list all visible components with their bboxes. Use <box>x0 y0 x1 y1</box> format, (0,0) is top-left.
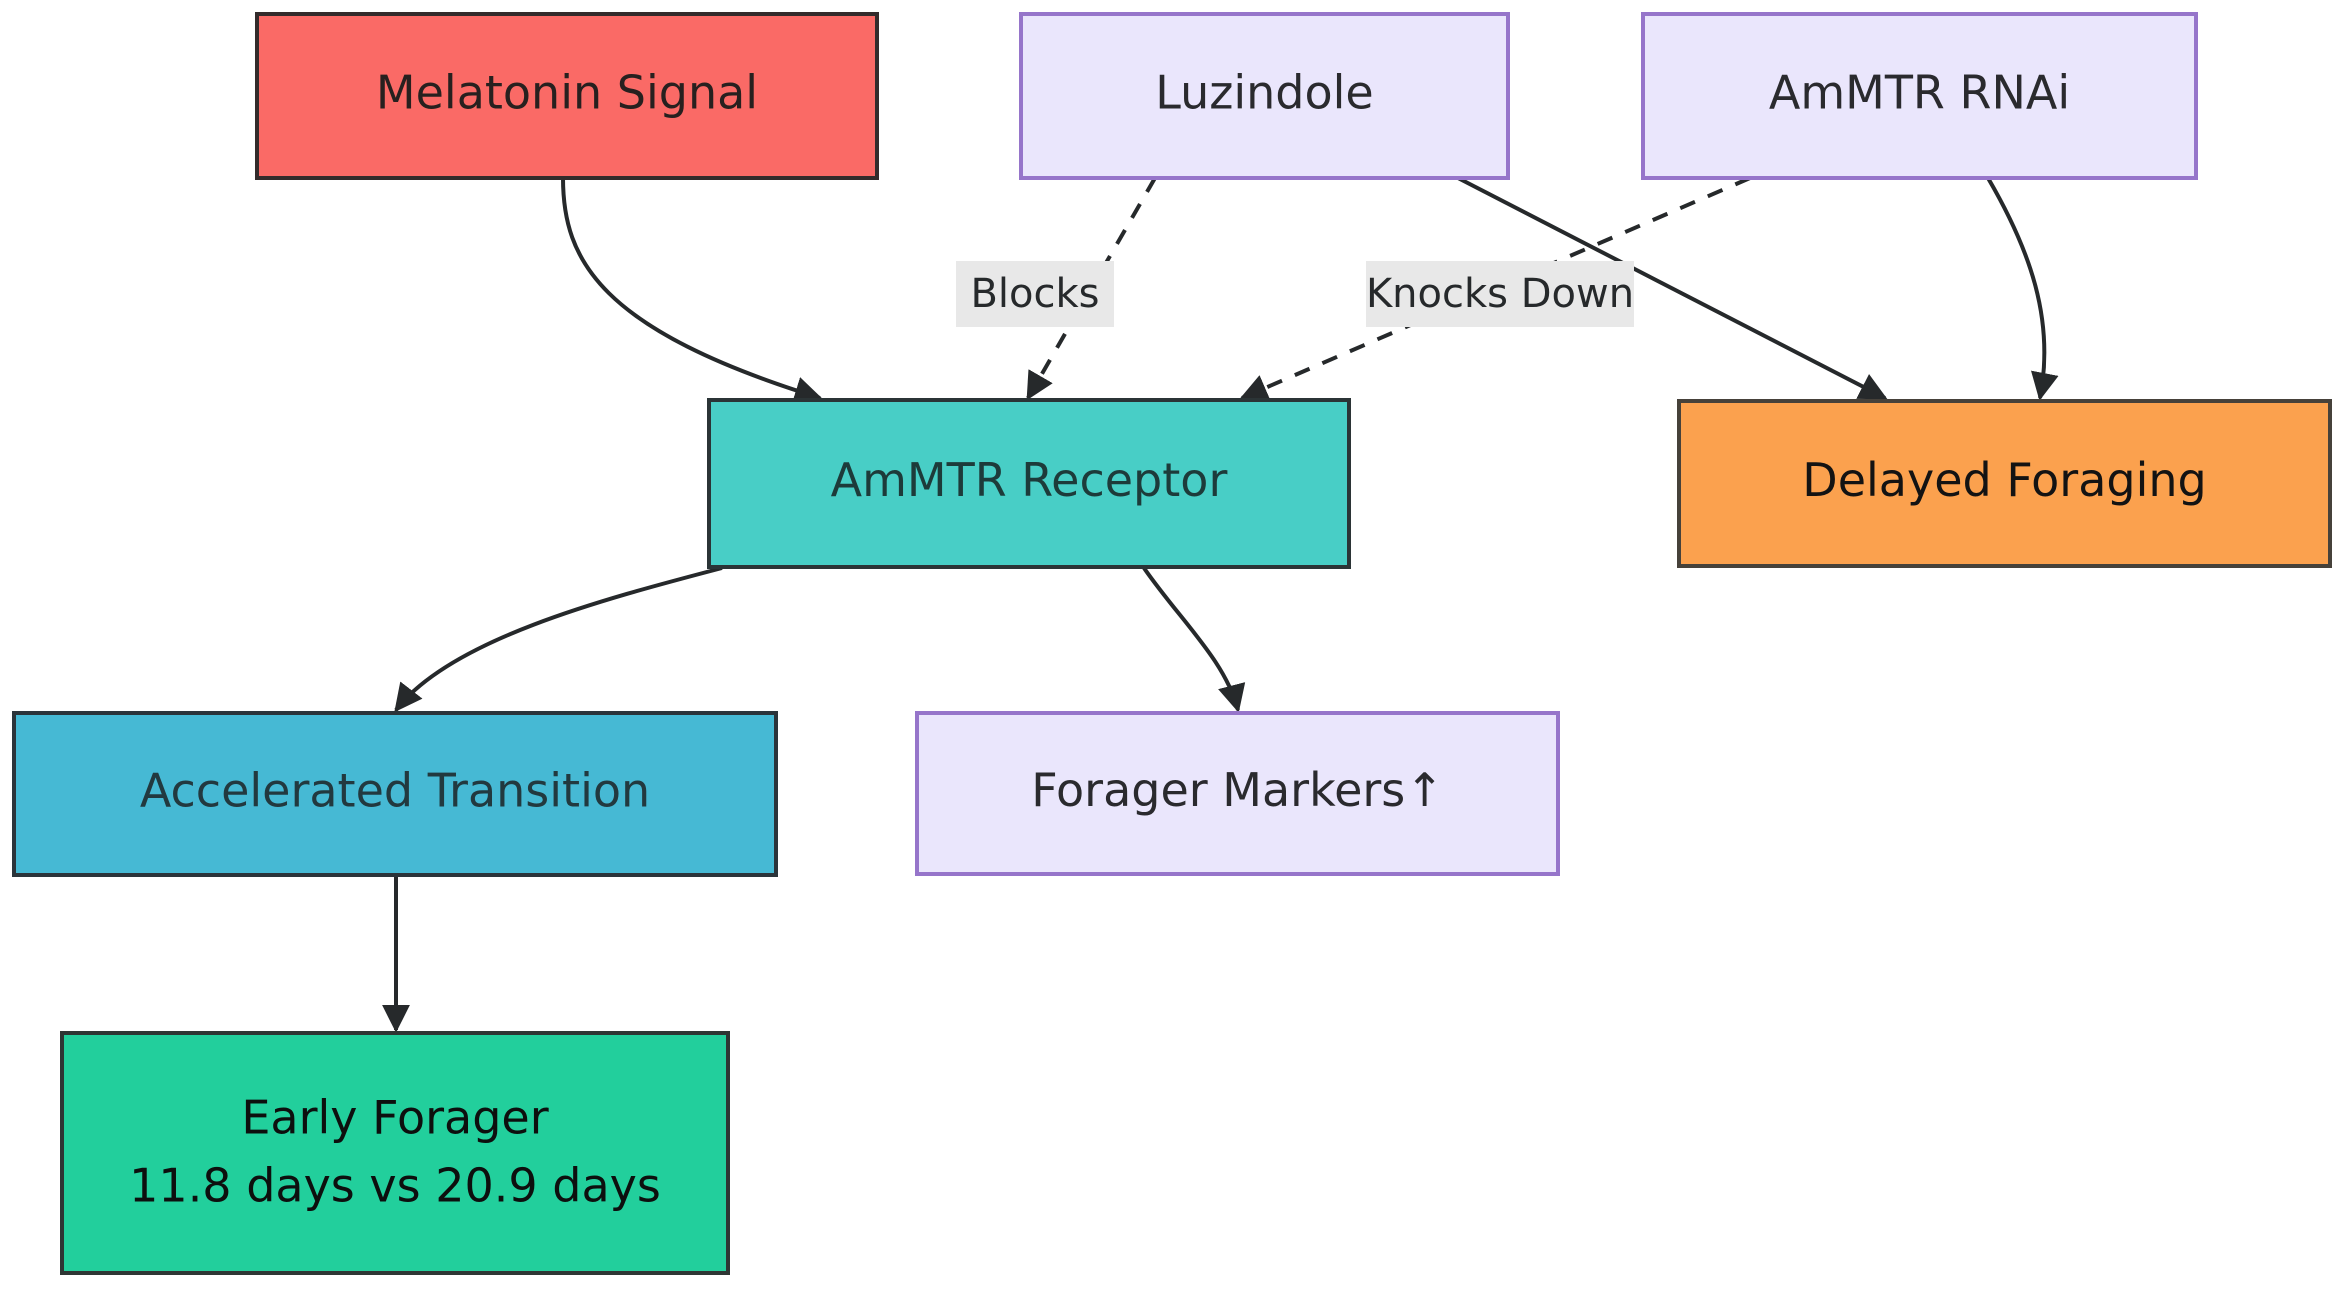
node-delayed[interactable]: Delayed Foraging <box>1677 399 2332 568</box>
node-luzindole[interactable]: Luzindole <box>1019 12 1510 180</box>
edge-melatonin-to-receptor <box>561 177 823 404</box>
node-label-luzindole: Luzindole <box>1155 66 1373 120</box>
node-label-early-line2: 11.8 days vs 20.9 days <box>129 1159 661 1213</box>
node-box-luzindole <box>1019 12 1510 180</box>
node-markers[interactable]: Forager Markers↑ <box>915 711 1560 876</box>
node-label-rnai: AmMTR RNAi <box>1769 66 2070 120</box>
nodes-layer: Melatonin Signal Luzindole AmMTR RNAiAmMTR… <box>12 12 2332 1275</box>
edge-receptor-to-transition <box>394 566 723 713</box>
node-label-early-line1: Early Forager <box>241 1091 548 1145</box>
node-label-melatonin: Melatonin Signal <box>376 66 758 120</box>
node-box-early <box>60 1031 730 1275</box>
edge-label-bg-luzindole-to-receptor <box>956 261 1114 327</box>
edge-label-text-luzindole-to-receptor: Blocks <box>970 271 1099 317</box>
node-transition[interactable]: Accelerated Transition <box>12 711 778 877</box>
edge-labels-layer: Blocks Knocks Down <box>956 261 1634 327</box>
node-label-receptor: AmMTR Receptor <box>831 453 1228 507</box>
edge-label-bg-rnai-to-receptor <box>1366 261 1634 327</box>
node-box-rnai <box>1641 12 2198 180</box>
edge-label-rnai-to-receptor: Knocks Down <box>1366 261 1634 327</box>
node-rnai[interactable]: AmMTR RNAi <box>1641 12 2198 180</box>
node-label-transition: Accelerated Transition <box>140 764 650 818</box>
node-melatonin[interactable]: Melatonin Signal <box>255 12 879 180</box>
node-receptor[interactable]: AmMTR Receptor <box>707 398 1351 569</box>
node-box-delayed <box>1677 399 2332 568</box>
edge-label-text-rnai-to-receptor: Knocks Down <box>1366 271 1634 317</box>
edge-luzindole-to-delayed <box>1457 176 1888 400</box>
edge-rnai-to-delayed <box>1986 176 2059 401</box>
node-label-markers: Forager Markers↑ <box>1031 763 1444 817</box>
node-box-receptor <box>707 398 1351 569</box>
node-box-transition <box>12 711 778 877</box>
edges-layer <box>382 176 2059 1033</box>
node-early[interactable]: Early Forager 11.8 days vs 20.9 days <box>60 1031 730 1275</box>
edge-receptor-to-markers <box>1142 566 1246 713</box>
node-box-melatonin <box>255 12 879 180</box>
node-box-markers <box>915 711 1560 876</box>
node-label-delayed: Delayed Foraging <box>1802 453 2206 507</box>
edge-label-luzindole-to-receptor: Blocks <box>956 261 1114 327</box>
